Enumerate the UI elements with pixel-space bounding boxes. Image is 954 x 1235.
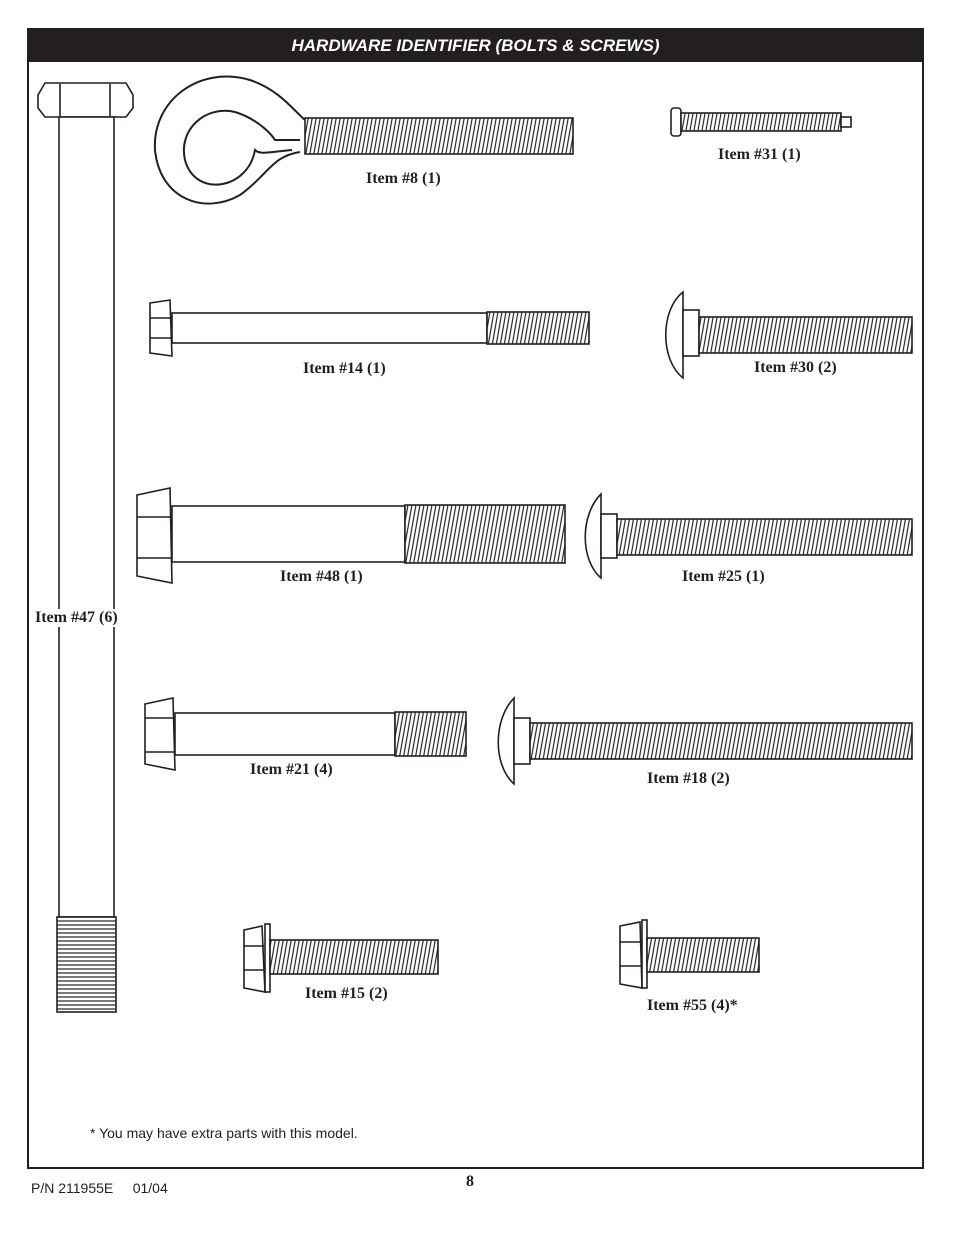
item-25-label: Item #25 (1)	[682, 568, 765, 585]
screw-item-31-drawing	[670, 107, 852, 137]
page-frame: HARDWARE IDENTIFIER (BOLTS & SCREWS)	[27, 28, 924, 1169]
carriage-bolt-item-30-drawing	[665, 290, 913, 380]
extra-parts-note: * You may have extra parts with this mod…	[90, 1125, 358, 1141]
page-number: 8	[466, 1173, 474, 1190]
item-47-label: Item #47 (6)	[35, 609, 118, 627]
item-30-label: Item #30 (2)	[754, 359, 837, 376]
bolt-item-14-drawing	[149, 299, 590, 357]
bolt-item-21-drawing	[144, 697, 467, 771]
bolt-item-47-drawing	[37, 82, 134, 1013]
item-18-label: Item #18 (2)	[647, 770, 730, 787]
bolt-item-48-drawing	[136, 487, 566, 584]
item-21-label: Item #21 (4)	[250, 761, 333, 778]
carriage-bolt-item-25-drawing	[584, 492, 913, 580]
item-31-label: Item #31 (1)	[718, 146, 801, 163]
part-number: P/N 211955E 01/04	[31, 1180, 168, 1196]
flange-bolt-item-55-drawing	[619, 919, 760, 989]
eye-bolt-item-8-drawing	[153, 75, 574, 205]
item-8-label: Item #8 (1)	[366, 170, 441, 187]
item-14-label: Item #14 (1)	[303, 360, 386, 377]
item-15-label: Item #15 (2)	[305, 985, 388, 1002]
item-48-label: Item #48 (1)	[280, 568, 363, 585]
item-55-label: Item #55 (4)*	[647, 997, 738, 1014]
flange-bolt-item-15-drawing	[243, 923, 439, 993]
page-title: HARDWARE IDENTIFIER (BOLTS & SCREWS)	[29, 30, 922, 62]
carriage-bolt-item-18-drawing	[497, 696, 913, 786]
